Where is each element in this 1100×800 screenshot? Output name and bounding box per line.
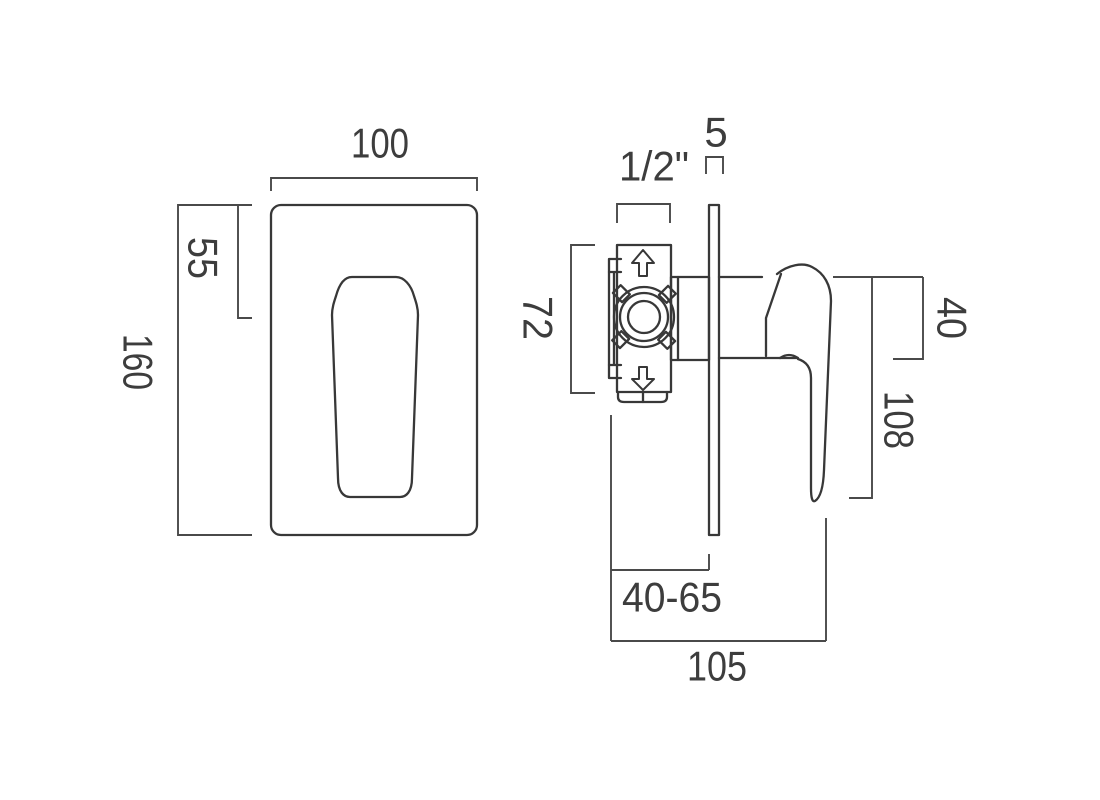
side-plate-outline <box>707 203 721 537</box>
recess-depth-dimension-line <box>611 554 710 571</box>
flow-down-arrow-icon <box>631 366 655 391</box>
front-handle-offset-dimension-bracket <box>237 205 252 319</box>
valve-body-height-dimension-bracket <box>570 244 595 394</box>
bottom-connection-stub <box>616 390 669 404</box>
connection-size-dimension-label: 1/2" <box>619 143 689 190</box>
front-height-dimension-bracket <box>177 204 252 536</box>
valve-body-height-dimension-label: 72 <box>514 296 561 340</box>
front-width-dimension-bracket <box>270 177 478 191</box>
handle-length-dimension-label: 108 <box>875 391 922 449</box>
recess-depth-dimension-label: 40-65 <box>622 574 722 621</box>
handle-body-height-dimension-bracket <box>893 277 924 360</box>
front-width-dimension-label: 100 <box>351 120 409 167</box>
cartridge-inner-circle <box>626 299 662 335</box>
connection-size-dimension-bracket <box>616 203 671 223</box>
handle-length-dimension-bracket <box>849 277 873 499</box>
cartridge-middle-circle <box>618 291 670 343</box>
valve-mounting-flange <box>607 257 623 380</box>
side-view: 1/2" 5 72 40 108 40-65 105 <box>514 109 975 690</box>
flow-up-arrow-icon <box>631 249 655 277</box>
total-projection-dimension-line <box>611 518 827 642</box>
side-handle-assembly <box>717 263 833 503</box>
valve-connector <box>669 275 711 362</box>
front-handle-outline <box>330 275 420 499</box>
total-projection-dimension-label: 105 <box>687 643 747 690</box>
front-handle-offset-dimension-label: 55 <box>179 237 226 279</box>
front-view: 100 160 55 <box>114 120 479 537</box>
plate-thickness-dimension-bracket <box>705 156 724 174</box>
cartridge-mounting-lugs <box>611 284 677 350</box>
plate-thickness-dimension-label: 5 <box>704 109 727 156</box>
front-plate-outline <box>269 203 479 537</box>
side-handle-lever-outline <box>775 263 833 503</box>
front-height-dimension-label: 160 <box>114 334 161 390</box>
cartridge-outer-circle <box>612 285 676 349</box>
handle-body-height-dimension-label: 40 <box>928 297 975 339</box>
